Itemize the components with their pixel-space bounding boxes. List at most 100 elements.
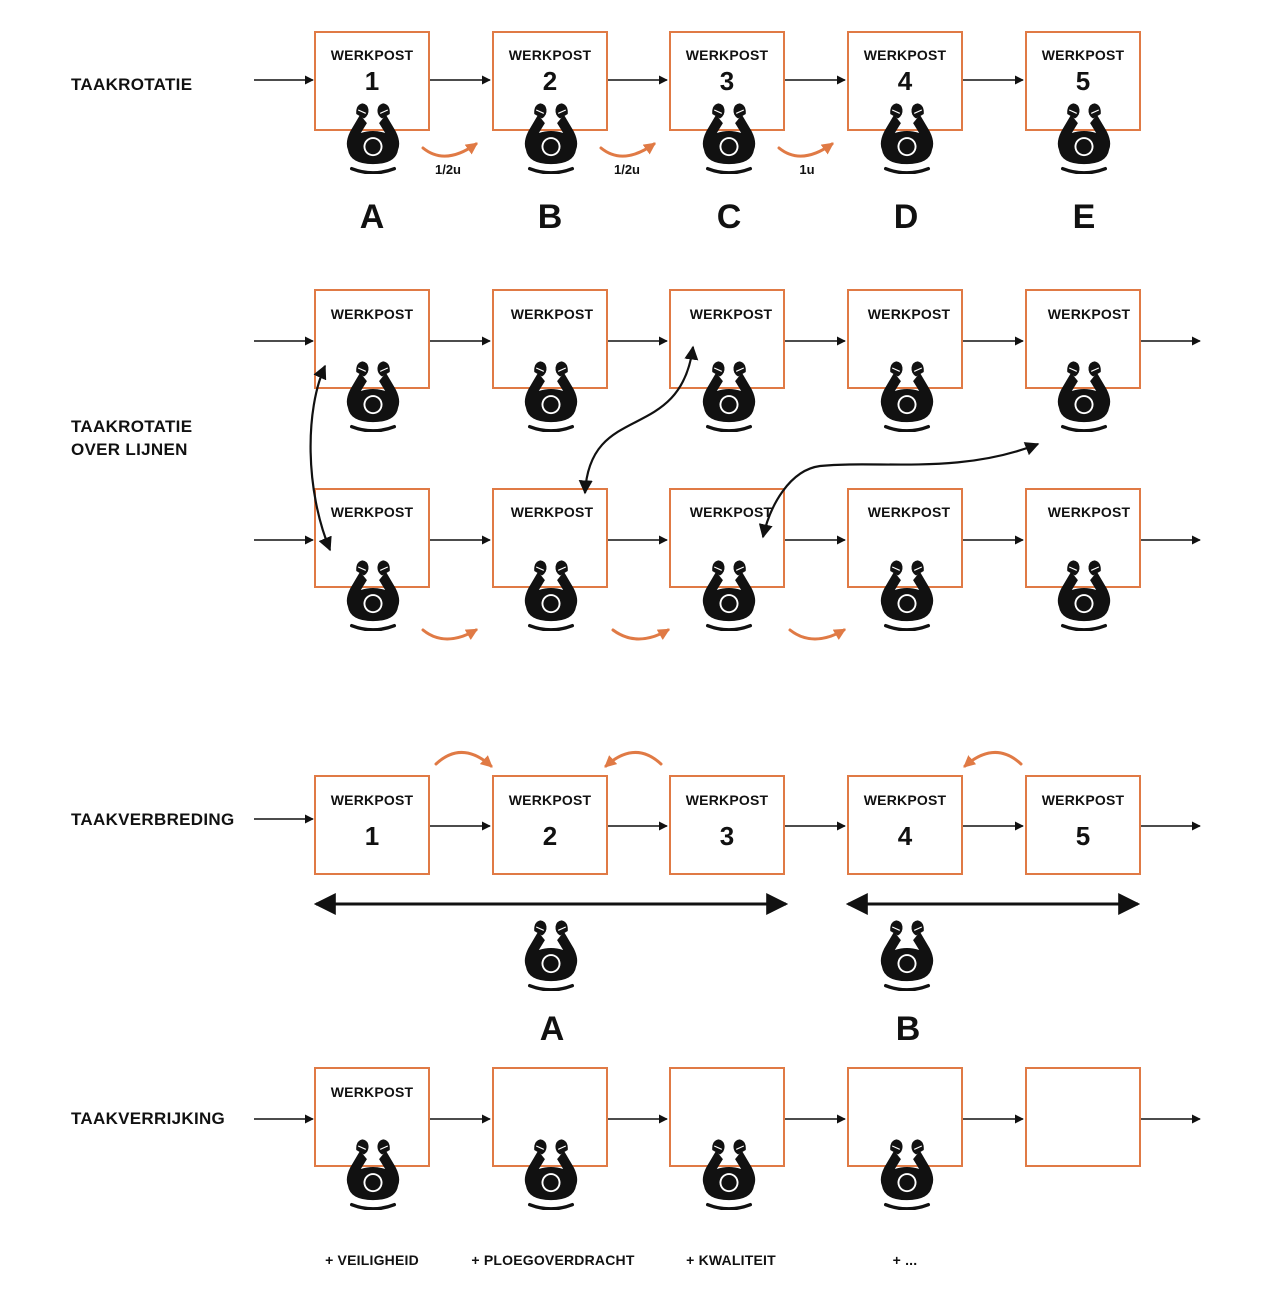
station-box — [847, 775, 963, 875]
section-title-taakrotatie: TAAKROTATIE — [71, 75, 192, 94]
station-box — [669, 1067, 785, 1167]
station-number: 3 — [720, 66, 734, 96]
worker-letter: A — [360, 198, 385, 236]
line-2: WERKPOST WERKPOST WERKPOST WERKPOST WERK… — [254, 488, 1201, 641]
exchange-arrow-icon — [758, 442, 1040, 539]
station-box — [847, 31, 963, 131]
rotation-duration: 1/2u — [435, 162, 461, 177]
worker-topview-icon — [347, 361, 399, 431]
workers — [347, 103, 1110, 173]
station-2: WERKPOST 2 — [492, 775, 608, 875]
station-label: WERKPOST — [511, 306, 594, 322]
worker-topview-icon — [881, 103, 933, 173]
worker-topview-icon — [703, 361, 755, 431]
station-5: WERKPOST 5 — [1025, 31, 1141, 131]
station-box — [314, 289, 430, 389]
worker-letter: B — [896, 1010, 921, 1048]
section-title-taakverbreding: TAAKVERBREDING — [71, 810, 235, 829]
station-number: 4 — [898, 821, 913, 851]
station-1: WERKPOST 1 — [314, 31, 430, 131]
rotation-duration: 1/2u — [614, 162, 640, 177]
station-box — [669, 775, 785, 875]
worker-topview-icon — [703, 1139, 755, 1209]
station-number: 1 — [365, 821, 379, 851]
worker-topview-icon — [881, 560, 933, 630]
rotation-curve-arrow-icon — [434, 751, 493, 768]
station-label: WERKPOST — [690, 504, 773, 520]
exchange-arrow-icon — [309, 364, 332, 552]
rotation-curve-arrow-icon — [599, 142, 656, 158]
station-label: WERKPOST — [509, 792, 592, 808]
station-label: WERKPOST — [868, 306, 951, 322]
station-box — [1025, 31, 1141, 131]
station-box — [492, 31, 608, 131]
section-taakverrijking: TAAKVERRIJKING WERKPOST + VEILIGHEID + P… — [71, 1067, 1201, 1268]
worker-letter: C — [717, 198, 742, 236]
station-label: WERKPOST — [509, 47, 592, 63]
worker-topview-icon — [525, 103, 577, 173]
rotation-curve-arrow-icon — [604, 751, 663, 768]
rotation-curve-arrow-icon — [421, 142, 478, 158]
station-label: WERKPOST — [331, 504, 414, 520]
worker-topview-icon — [525, 361, 577, 431]
worker-letter: D — [894, 198, 919, 236]
worker-topview-icon — [347, 103, 399, 173]
section-taakverbreding: TAAKVERBREDING WERKPOST 1 WERKPOST 2 WER… — [71, 751, 1201, 1048]
worker-topview-icon — [881, 920, 933, 990]
station-label: WERKPOST — [686, 47, 769, 63]
rotation-arrows — [421, 142, 834, 158]
station-box — [492, 289, 608, 389]
worker-topview-icon — [347, 1139, 399, 1209]
section-title-taakverrijking: TAAKVERRIJKING — [71, 1109, 225, 1128]
station-number: 5 — [1076, 821, 1090, 851]
enrichment-item: + PLOEGOVERDRACHT — [471, 1252, 634, 1268]
worker-topview-icon — [525, 1139, 577, 1209]
station-label: WERKPOST — [331, 306, 414, 322]
station-box — [492, 488, 608, 588]
station-4: WERKPOST 4 — [847, 775, 963, 875]
worker-topview-icon — [703, 103, 755, 173]
worker-letter: E — [1073, 198, 1096, 236]
station-box — [314, 1067, 430, 1167]
station-box — [492, 775, 608, 875]
worker-letter: A — [540, 1010, 565, 1048]
station-box — [1025, 1067, 1141, 1167]
worker-topview-icon — [525, 560, 577, 630]
station-3: WERKPOST 3 — [669, 31, 785, 131]
section-taakrotatie: TAAKROTATIE WERKPOST 1 WERKPOST 2 WERKPO… — [71, 31, 1141, 236]
line-1: WERKPOST WERKPOST WERKPOST WERKPOST WERK… — [254, 289, 1201, 431]
enrichment-item: + ... — [893, 1252, 918, 1268]
section-title-line1: TAAKROTATIE — [71, 417, 192, 436]
station-5: WERKPOST 5 — [1025, 775, 1141, 875]
station-box — [847, 289, 963, 389]
station-number: 2 — [543, 821, 557, 851]
station-label: WERKPOST — [1042, 792, 1125, 808]
station-number: 2 — [543, 66, 557, 96]
worker-topview-icon — [525, 920, 577, 990]
rotation-curve-arrow-icon — [777, 142, 834, 158]
station-label: WERKPOST — [331, 1084, 414, 1100]
worker-topview-icon — [1058, 361, 1110, 431]
section-taakrotatie-over-lijnen: TAAKROTATIE OVER LIJNEN WERKPOST WERKPOS… — [71, 289, 1201, 641]
enrichment-item: + KWALITEIT — [686, 1252, 776, 1268]
station-label: WERKPOST — [1048, 306, 1131, 322]
worker-topview-icon — [1058, 103, 1110, 173]
station-label: WERKPOST — [864, 792, 947, 808]
station-2: WERKPOST 2 — [492, 31, 608, 131]
station-box — [314, 775, 430, 875]
station-number: 5 — [1076, 66, 1090, 96]
worker-topview-icon — [881, 361, 933, 431]
worker-topview-icon — [703, 560, 755, 630]
station-box — [847, 1067, 963, 1167]
station-number: 3 — [720, 821, 734, 851]
station-label: WERKPOST — [864, 47, 947, 63]
station-label: WERKPOST — [1048, 504, 1131, 520]
worker-topview-icon — [347, 560, 399, 630]
station-1: WERKPOST 1 — [314, 775, 430, 875]
station-number: 1 — [365, 66, 379, 96]
station-box — [1025, 775, 1141, 875]
station-box — [492, 1067, 608, 1167]
station-label: WERKPOST — [868, 504, 951, 520]
enrichment-item: + VEILIGHEID — [325, 1252, 419, 1268]
station-label: WERKPOST — [690, 306, 773, 322]
